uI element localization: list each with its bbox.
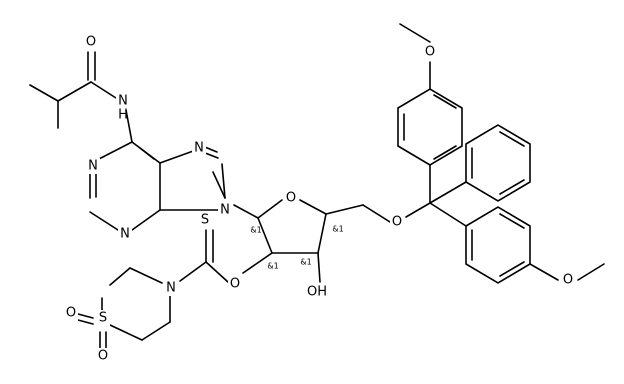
atom-o5: O bbox=[392, 215, 402, 230]
atom-sulfone-sulfur: S bbox=[99, 311, 107, 326]
atom-methoxy-oxygen-2: O bbox=[563, 273, 573, 288]
stereo-labels: &1 &1 &1 &1 bbox=[250, 225, 343, 271]
stereo-c1: &1 bbox=[250, 226, 261, 235]
atom-thione-sulfur: S bbox=[201, 213, 209, 228]
atom-o2: O bbox=[230, 277, 240, 292]
atom-n1: N bbox=[88, 159, 98, 174]
atom-amide-nitrogen: N bbox=[118, 94, 128, 109]
atom-n3: N bbox=[120, 227, 130, 242]
atom-morpholine-nitrogen: N bbox=[166, 281, 176, 296]
ribose-ring bbox=[233, 199, 431, 283]
atom-methoxy-oxygen-1: O bbox=[425, 45, 435, 60]
atom-sulfone-oxygen-1: O bbox=[66, 306, 76, 321]
isobutyryl-group bbox=[29, 51, 133, 143]
atom-amide-hydrogen: H bbox=[118, 108, 128, 123]
stereo-c3: &1 bbox=[300, 258, 311, 267]
thiocarbamate-group bbox=[77, 229, 229, 351]
atom-amide-oxygen: O bbox=[86, 35, 96, 50]
dmt-group bbox=[397, 23, 605, 284]
atom-sulfone-oxygen-2: O bbox=[98, 349, 108, 364]
purine-ring bbox=[89, 141, 226, 231]
atom-labels: O N H N N N N O O O OH S N S O O O O bbox=[64, 34, 575, 364]
atom-n7: N bbox=[194, 141, 204, 156]
atom-ring-oxygen: O bbox=[286, 191, 296, 206]
stereo-c4: &1 bbox=[332, 225, 343, 234]
atom-n9: N bbox=[220, 203, 230, 218]
atom-hydroxyl: OH bbox=[307, 285, 327, 300]
stereo-c2: &1 bbox=[267, 262, 278, 271]
